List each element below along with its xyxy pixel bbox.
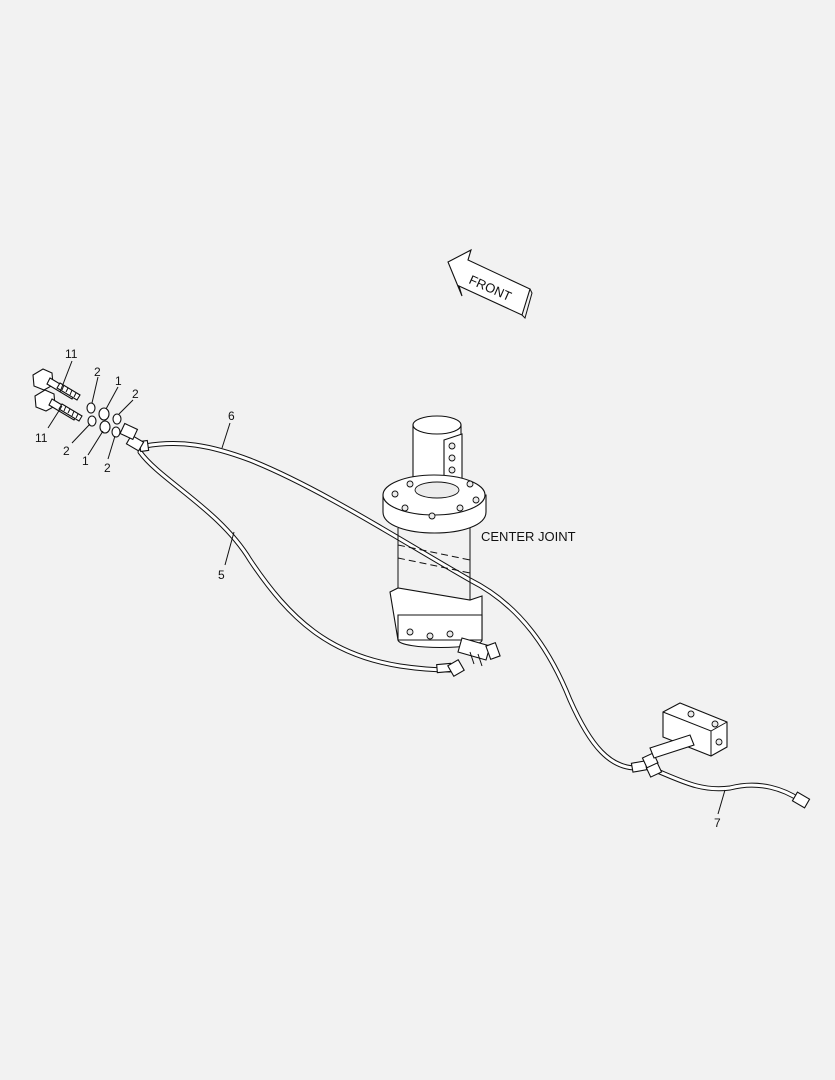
- callout-2-bottom-right: 2: [104, 461, 111, 475]
- leader-lines: [47, 360, 726, 815]
- callout-7: 7: [714, 816, 721, 830]
- callouts: 11 11 2 1 2 2 1 2 6 5 7 CENTER JOINT: [35, 347, 721, 830]
- callout-1-top: 1: [115, 374, 122, 388]
- front-arrow: FRONT: [447, 248, 533, 319]
- hose-7: [647, 765, 803, 803]
- hose-6: [142, 441, 643, 771]
- callout-11-bottom: 11: [35, 431, 48, 445]
- adapter-11-lower: [34, 389, 83, 422]
- center-joint: [382, 415, 501, 667]
- callout-2-top-left: 2: [94, 365, 101, 379]
- callout-6: 6: [228, 409, 235, 423]
- orings-and-fittings: [86, 402, 122, 438]
- callout-2-top-right: 2: [132, 387, 139, 401]
- callout-11-top: 11: [65, 347, 78, 361]
- callout-5: 5: [218, 568, 225, 582]
- hose-fittings: [119, 422, 811, 809]
- center-joint-label: CENTER JOINT: [481, 529, 576, 544]
- hose-5: [137, 449, 453, 673]
- callout-1-bottom: 1: [82, 454, 89, 468]
- callout-2-bottom-left: 2: [63, 444, 70, 458]
- valve-block: [649, 702, 728, 759]
